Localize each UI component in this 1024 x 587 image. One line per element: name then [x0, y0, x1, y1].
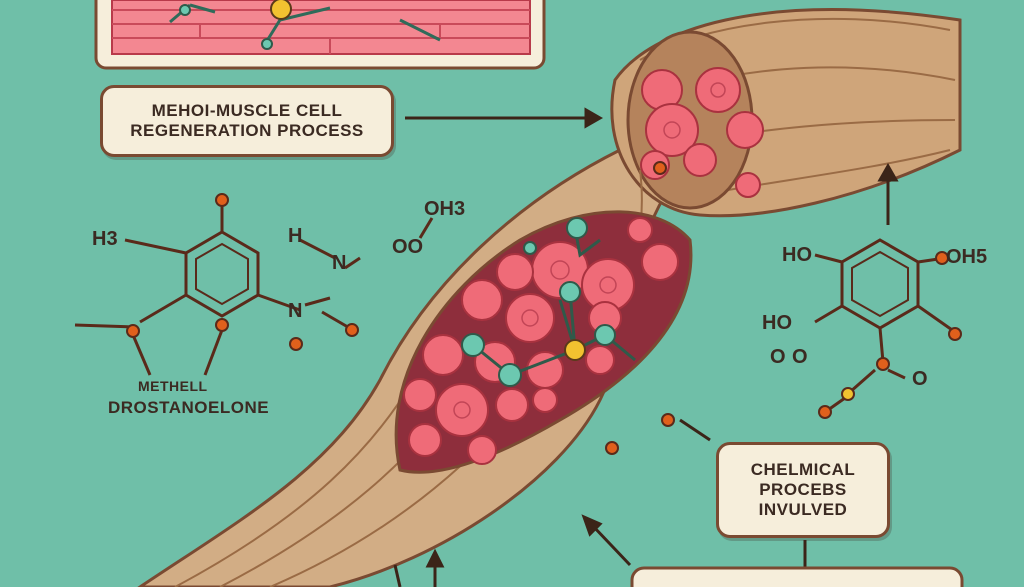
right-ho-label: HO — [782, 244, 812, 266]
left-oo-label: OO — [392, 236, 424, 258]
regeneration-label-line2: REGENERATION PROCESS — [130, 121, 364, 140]
muscle-tissue-panel — [94, 0, 546, 70]
yellow-atom — [841, 387, 855, 401]
left-n-top-label: N — [332, 252, 347, 274]
chemical-label-line1: CHELMICAL — [750, 460, 856, 479]
chemical-label-line2: PROCEBS — [759, 480, 847, 499]
bottom-label-box — [630, 566, 964, 587]
chemical-label-line3: INVULVED — [758, 500, 848, 519]
left-molecule-atoms — [126, 193, 359, 351]
regeneration-process-label: MEHOI-MUSCLE CELL REGENERATION PROCESS — [100, 85, 394, 157]
arrows — [393, 107, 899, 587]
right-o-small-label: O — [770, 346, 786, 368]
right-o-lower-label: O — [792, 346, 808, 368]
right-ho-lower-label: HO — [762, 312, 792, 334]
left-h3-label: H3 — [92, 228, 118, 250]
right-o-right-label: O — [912, 368, 928, 390]
drug-name-line1: METHELL — [138, 378, 208, 394]
right-molecule-structure — [814, 238, 956, 412]
embedded-molecule — [461, 217, 636, 387]
fiber-marker-dots — [605, 161, 675, 455]
right-oh5-label: OH5 — [946, 246, 988, 268]
regeneration-label-line1: MEHOI-MUSCLE CELL — [151, 101, 343, 120]
drug-name-line2: DROSTANOELONE — [108, 398, 270, 417]
cell-nuclei — [453, 82, 726, 419]
left-oh3-label: OH3 — [424, 198, 466, 220]
right-molecule-atoms — [818, 251, 962, 419]
chemical-process-label: CHELMICAL PROCEBS INVULVED — [716, 442, 890, 538]
muscle-cells — [403, 67, 764, 465]
left-n-bottom-label: N — [288, 300, 303, 322]
left-molecule-structure — [74, 200, 434, 376]
left-h-label: H — [288, 225, 303, 247]
